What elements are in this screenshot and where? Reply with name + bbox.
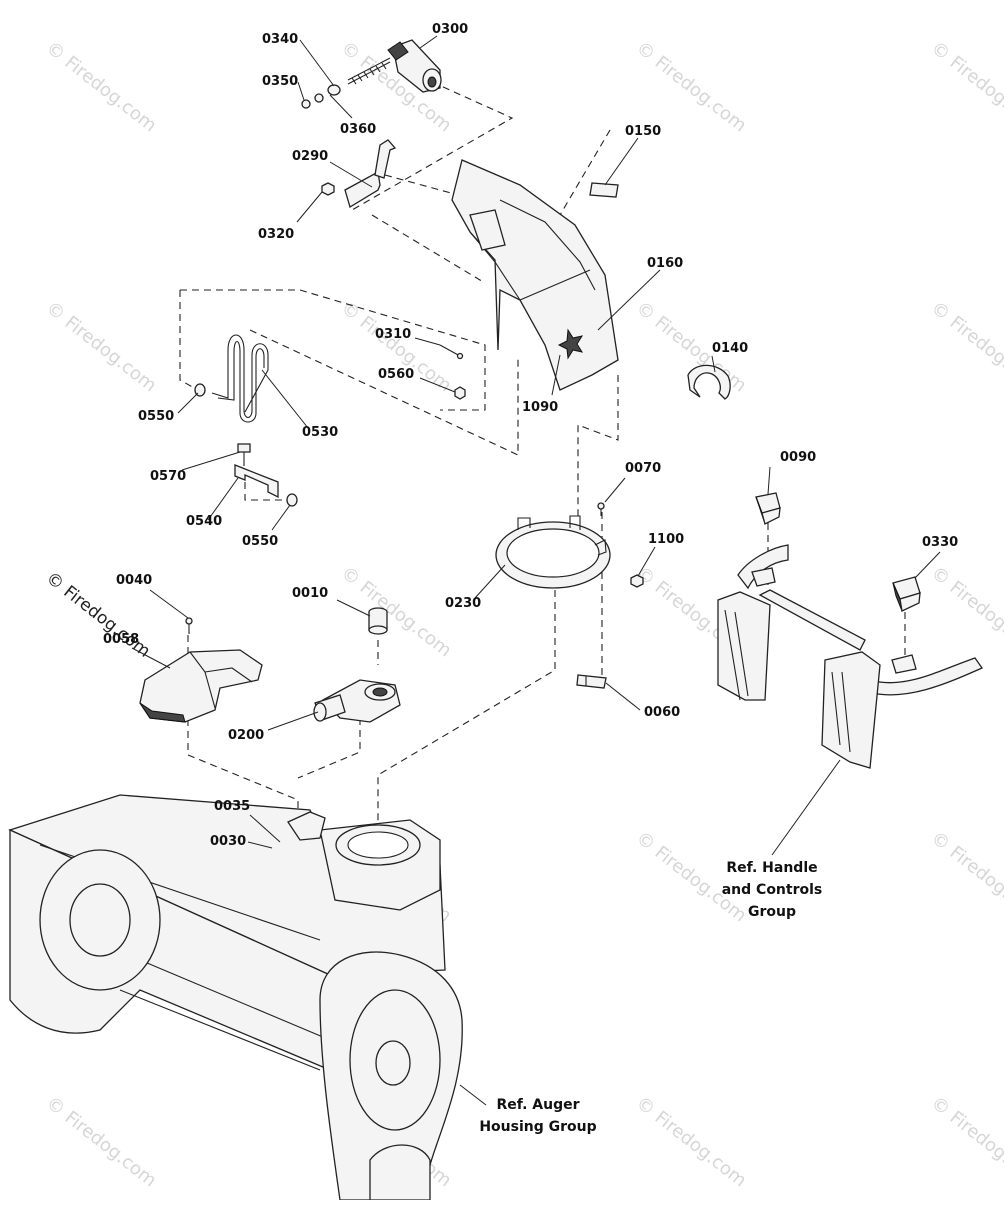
- part-0330-knob[interactable]: [892, 576, 921, 612]
- part-0040-screw[interactable]: [185, 617, 193, 634]
- label-0340[interactable]: 0340: [262, 32, 298, 47]
- ref-auger-line-1: Ref. Auger: [496, 1097, 579, 1113]
- part-0150-decal[interactable]: [589, 182, 619, 198]
- label-0070[interactable]: 0070: [625, 461, 661, 476]
- ref-auger-line-2: Housing Group: [479, 1119, 596, 1135]
- part-1100-nut[interactable]: [630, 574, 644, 588]
- part-0010-gear[interactable]: [368, 607, 388, 635]
- watermark-text: © Firedog.com: [927, 1092, 1004, 1191]
- watermark-text: © Firedog.com: [42, 37, 160, 136]
- part-0560-nut[interactable]: [454, 386, 466, 400]
- watermark-text: © Firedog.com: [927, 827, 1004, 926]
- watermark-text: © Firedog.com: [927, 297, 1004, 396]
- label-0030[interactable]: 0030: [210, 834, 246, 849]
- part-0058-cover[interactable]: [139, 649, 263, 723]
- reference-auger-group[interactable]: Ref. Auger Housing Group: [479, 1097, 596, 1135]
- leader-lines: [131, 35, 941, 1106]
- label-0140[interactable]: 0140: [712, 341, 748, 356]
- part-labels: 0340 0300 0350 0360 0150 0290 0320 0160 …: [103, 22, 958, 849]
- label-0550-top[interactable]: 0550: [138, 409, 174, 424]
- watermark-text: © Firedog.com: [927, 37, 1004, 136]
- label-0570[interactable]: 0570: [150, 469, 186, 484]
- label-0560[interactable]: 0560: [378, 367, 414, 382]
- reference-handle-group[interactable]: Ref. Handle and Controls Group: [722, 860, 823, 920]
- label-0330[interactable]: 0330: [922, 535, 958, 550]
- label-0550-bottom[interactable]: 0550: [242, 534, 278, 549]
- label-0060[interactable]: 0060: [644, 705, 680, 720]
- auger-housing: [8, 794, 463, 1201]
- label-0320[interactable]: 0320: [258, 227, 294, 242]
- part-0200-motor[interactable]: [313, 679, 401, 723]
- label-0230[interactable]: 0230: [445, 596, 481, 611]
- part-0060-clip[interactable]: [576, 674, 607, 689]
- label-0058[interactable]: 0058: [103, 632, 139, 647]
- watermark-text: © Firedog.com: [42, 1092, 160, 1191]
- label-0150[interactable]: 0150: [625, 124, 661, 139]
- label-0200[interactable]: 0200: [228, 728, 264, 743]
- part-0340-bolt[interactable]: [347, 57, 391, 85]
- part-0140-clip[interactable]: [687, 364, 731, 400]
- label-0090[interactable]: 0090: [780, 450, 816, 465]
- watermark-text: © Firedog.com: [927, 562, 1004, 661]
- label-0160[interactable]: 0160: [647, 256, 683, 271]
- part-0310-screw[interactable]: [439, 344, 464, 360]
- watermark-text: © Firedog.com: [42, 297, 160, 396]
- watermark-text: © Firedog.com: [632, 827, 750, 926]
- label-0035[interactable]: 0035: [214, 799, 250, 814]
- part-0290-bracket[interactable]: [344, 139, 397, 208]
- watermark-text: © Firedog.com: [632, 1092, 750, 1191]
- label-0530[interactable]: 0530: [302, 425, 338, 440]
- part-0570-bolt[interactable]: [237, 443, 251, 466]
- label-0540[interactable]: 0540: [186, 514, 222, 529]
- part-0090-knob[interactable]: [755, 492, 781, 525]
- ref-handle-line-3: Group: [748, 904, 796, 920]
- ref-handle-line-2: and Controls: [722, 882, 823, 898]
- label-0310[interactable]: 0310: [375, 327, 411, 342]
- part-0530-spring-rod[interactable]: [211, 334, 269, 423]
- part-0320-nut[interactable]: [321, 182, 335, 196]
- part-0550-washer-bottom[interactable]: [286, 493, 298, 507]
- watermark-text: © Firedog.com: [337, 562, 455, 661]
- label-0290[interactable]: 0290: [292, 149, 328, 164]
- label-1090[interactable]: 1090: [522, 400, 558, 415]
- label-0360[interactable]: 0360: [340, 122, 376, 137]
- label-0040[interactable]: 0040: [116, 573, 152, 588]
- label-0350[interactable]: 0350: [262, 74, 298, 89]
- label-1100[interactable]: 1100: [648, 532, 684, 547]
- part-0360-washer[interactable]: [314, 84, 341, 103]
- part-0350-nut[interactable]: [301, 99, 311, 109]
- part-0230-ring-gear[interactable]: [495, 515, 611, 589]
- part-0540-bracket[interactable]: [234, 464, 279, 499]
- handle-assembly: [717, 544, 983, 769]
- part-0160-chute[interactable]: [451, 159, 619, 391]
- watermark-text: © Firedog.com: [632, 37, 750, 136]
- label-0300[interactable]: 0300: [432, 22, 468, 37]
- ref-handle-line-1: Ref. Handle: [726, 860, 817, 876]
- part-0300-actuator[interactable]: [387, 39, 442, 93]
- part-0070-screw[interactable]: [597, 502, 605, 516]
- label-0010[interactable]: 0010: [292, 586, 328, 601]
